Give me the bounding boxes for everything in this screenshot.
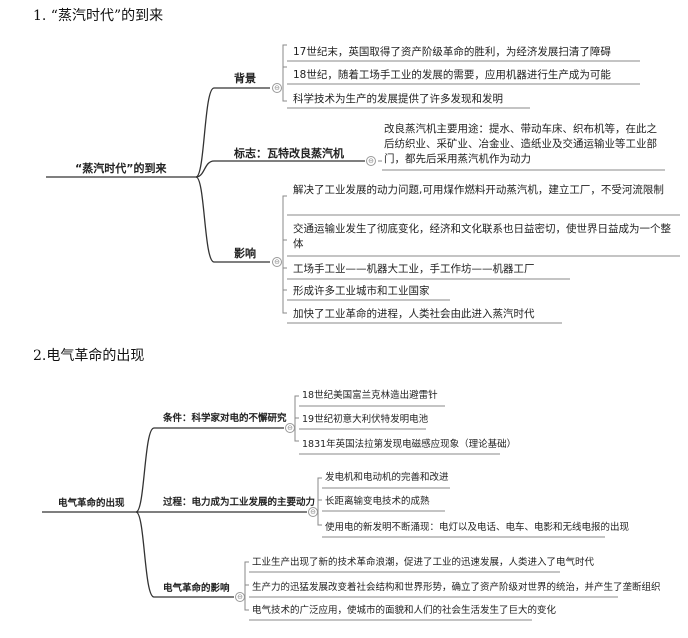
leaf-item: 18世纪美国富兰克林造出避雷针 — [302, 390, 438, 401]
collapse-toggle-icon[interactable]: ⊖ — [235, 592, 245, 602]
leaf-item: 科学技术为生产的发展提供了许多发现和发明 — [293, 93, 503, 105]
leaf-item: 1831年英国法拉第发现电磁感应现象（理论基础） — [302, 439, 517, 450]
branch-impact: 电气革命的影响 — [163, 583, 230, 594]
leaf-item: 发电机和电动机的完善和改进 — [325, 472, 449, 483]
collapse-toggle-icon[interactable]: ⊖ — [285, 423, 295, 433]
branch-influence: 影响 — [234, 247, 256, 260]
leaf-item: 电气技术的广泛应用，使城市的面貌和人们的社会生活发生了巨大的变化 — [252, 605, 557, 616]
leaf-item: 17世纪末，英国取得了资产阶级革命的胜利，为经济发展扫清了障碍 — [293, 46, 611, 58]
leaf-item: 工业生产出现了新的技术革命浪潮，促进了工业的迅速发展，人类进入了电气时代 — [252, 557, 595, 568]
collapse-toggle-icon[interactable]: ⊖ — [308, 507, 318, 517]
leaf-item: 18世纪，随着工场手工业的发展的需要，应用机器进行生产成为可能 — [293, 69, 611, 81]
leaf-item: 解决了工业发展的动力问题,可用煤作燃料开动蒸汽机，建立工厂，不受河流限制 — [293, 184, 664, 196]
leaf-item: 19世纪初意大利伏特发明电池 — [302, 414, 429, 425]
section1-heading: 1. “蒸汽时代”的到来 — [33, 8, 164, 24]
leaf-item: 交通运输业发生了彻底变化，经济和文化联系也日益密切，使世界日益成为一个整体 — [293, 223, 671, 250]
collapse-toggle-icon[interactable]: ⊖ — [366, 156, 376, 166]
branch-process: 过程：电力成为工业发展的主要动力 — [163, 497, 316, 508]
collapse-toggle-icon[interactable]: ⊖ — [272, 257, 282, 267]
collapse-toggle-icon[interactable]: ⊖ — [272, 83, 282, 93]
leaf-item: 形成许多工业城市和工业国家 — [293, 285, 430, 297]
leaf-item: 长距离输变电技术的成熟 — [325, 496, 430, 507]
section2-heading: 2.电气革命的出现 — [33, 348, 145, 364]
branch-background: 背景 — [234, 72, 256, 85]
leaf-item: 生产力的迅猛发展改变着社会结构和世界形势，确立了资产阶级对世界的统治，并产生了垄… — [252, 582, 661, 593]
section2-root-node: 电气革命的出现 — [58, 498, 125, 509]
branch-symbol: 标志：瓦特改良蒸汽机 — [234, 147, 344, 160]
section1-root-node: “蒸汽时代”的到来 — [75, 162, 167, 175]
leaf-item: 加快了工业革命的进程，人类社会由此进入蒸汽时代 — [293, 308, 535, 320]
leaf-item: 改良蒸汽机主要用途：提水、带动车床、织布机等，在此之后纺织业、采矿业、冶金业、造… — [384, 123, 657, 165]
leaf-item: 使用电的新发明不断涌现：电灯以及电话、电车、电影和无线电报的出现 — [325, 522, 630, 533]
leaf-item: 工场手工业——机器大工业，手工作坊——机器工厂 — [293, 263, 535, 275]
branch-condition: 条件：科学家对电的不懈研究 — [163, 413, 287, 424]
